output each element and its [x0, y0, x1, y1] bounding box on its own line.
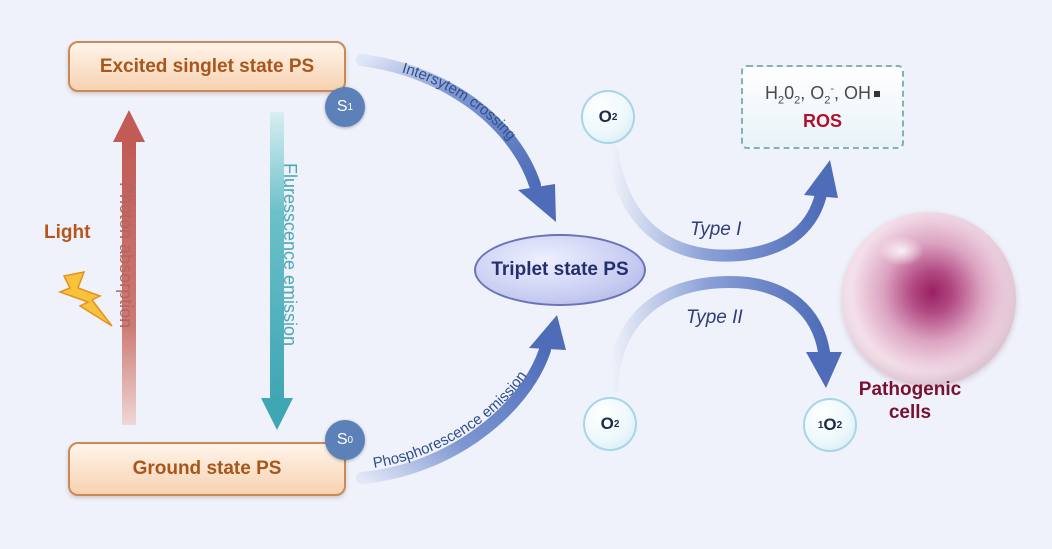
o2-sub: 2 — [613, 418, 620, 430]
ros-formula-part: , O — [800, 83, 825, 103]
light-label: Light — [44, 222, 91, 243]
excited-singlet-state-box: Excited singlet state PS — [68, 41, 346, 92]
type-i-arrow — [606, 144, 838, 262]
o2-base: O — [600, 414, 614, 433]
s0-base: S — [336, 431, 348, 448]
type-i-label: Type I — [690, 219, 742, 240]
fluorescence-emission-label: Fluresscence emission — [280, 163, 300, 347]
type-ii-label: Type II — [686, 307, 743, 328]
pathogenic-cells-label: Pathogenic cells — [850, 378, 970, 424]
intersystem-crossing-arrow — [356, 54, 556, 222]
ros-formula-part: 0 — [784, 83, 795, 103]
s1-base: S — [336, 98, 348, 115]
ground-state-box: Ground state PS — [68, 442, 346, 496]
cell-highlight — [878, 236, 924, 266]
singlet-o2-sup: 1 — [817, 419, 824, 431]
s0-sub: 0 — [347, 434, 354, 446]
ros-formula: H202, O2-, OH — [743, 83, 902, 107]
radical-dot-icon — [874, 91, 881, 98]
ros-formula-part: , OH — [834, 83, 872, 103]
photon-absorption-label: Photon absorption — [116, 182, 136, 329]
ros-formula-sub: 2 — [777, 94, 785, 107]
fluorescence-arrow — [261, 112, 293, 430]
ros-formula-sub: 2 — [824, 94, 831, 107]
o2-base: O — [598, 107, 612, 126]
s1-sub: 1 — [347, 101, 354, 113]
triplet-state-ellipse: Triplet state PS — [474, 234, 646, 306]
type-ii-arrow — [606, 275, 842, 394]
singlet-o2-base: O — [823, 415, 837, 434]
pathogenic-cells-line1: Pathogenic — [858, 379, 962, 400]
phosphorescence-arrow — [356, 315, 566, 484]
o2-sub: 2 — [611, 111, 618, 123]
ros-label: ROS — [802, 110, 842, 131]
singlet-o2-sub: 2 — [836, 419, 843, 431]
ros-formula-sub: 2 — [794, 94, 801, 107]
pathogenic-cells-line2: cells — [888, 402, 932, 423]
intersystem-crossing-label: Intersytem crossing — [400, 60, 519, 144]
ros-formula-sup: - — [830, 83, 835, 95]
ros-formula-part: H — [764, 83, 778, 103]
photon-absorption-arrow — [113, 110, 145, 425]
lightning-icon — [57, 270, 113, 327]
pathogenic-cell-image — [842, 212, 1016, 386]
ros-box: H202, O2-, OH ROS — [741, 65, 904, 149]
